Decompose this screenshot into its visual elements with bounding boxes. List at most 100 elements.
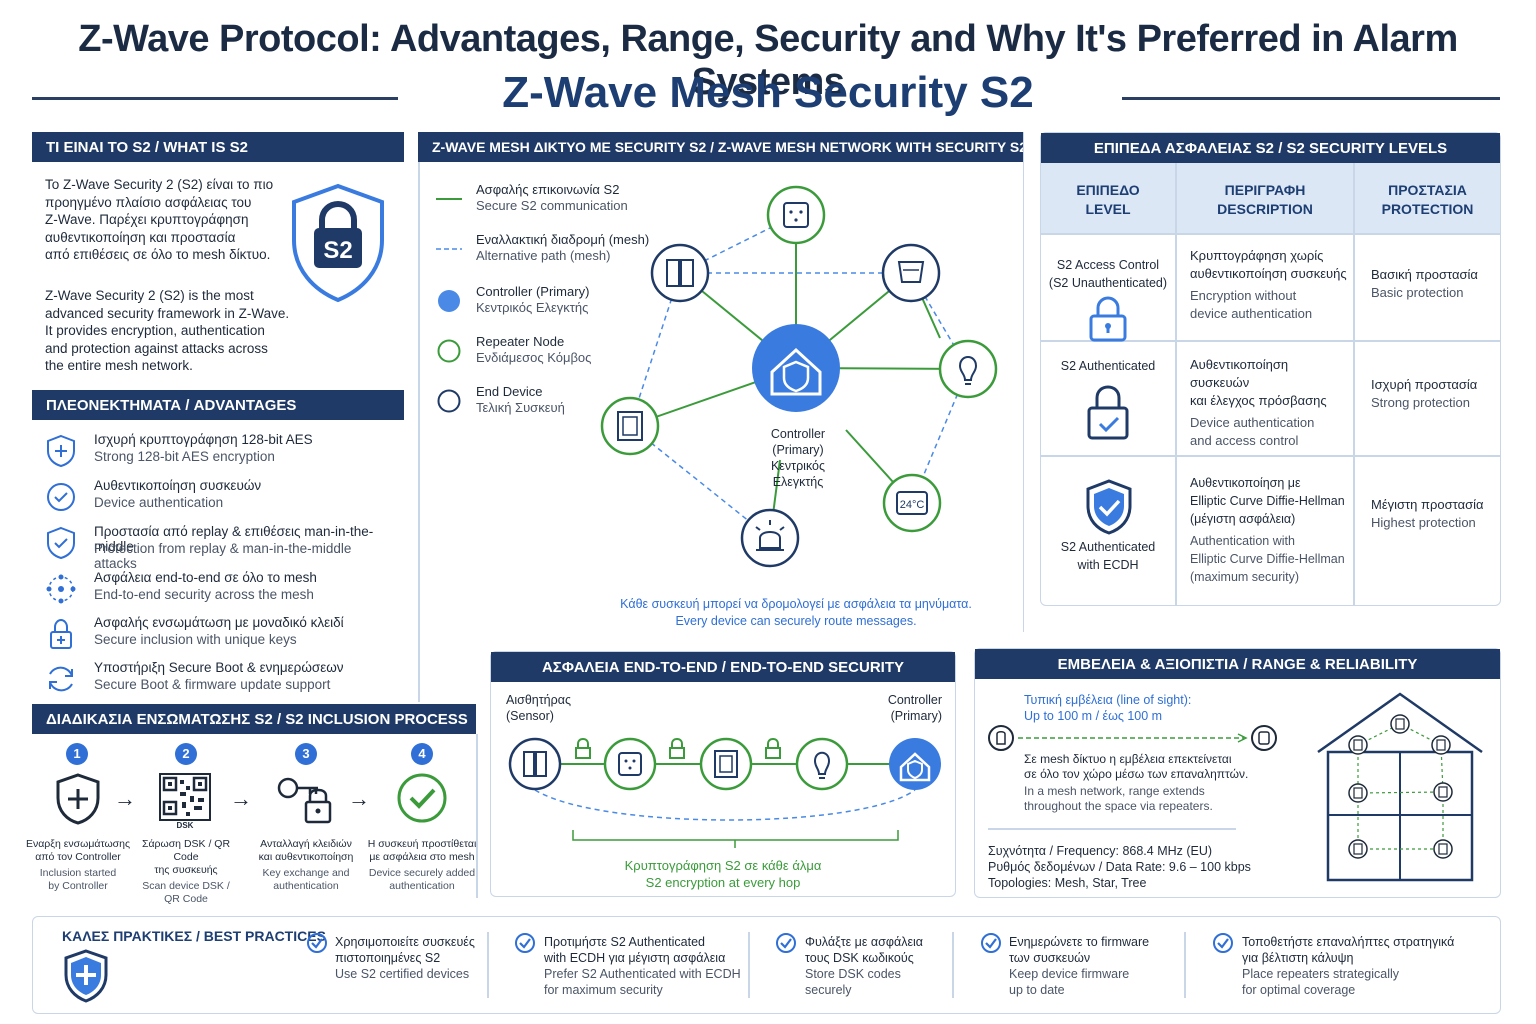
check-circle-icon [307,933,327,953]
advantage-gr: Ασφαλής ενσωμάτωση με μοναδικό κλειδί [94,615,344,630]
repeater-node: 24°C [882,473,942,533]
step-number: 2 [175,743,197,765]
advantage-en: Protection from replay & man-in-the-midd… [94,541,352,571]
divider [418,162,420,702]
check-circle-icon [981,933,1001,953]
legend-label: Controller (Primary) [476,284,590,299]
range-line-diagram [988,725,1277,751]
table-divider [1041,233,1500,235]
advantage-item: Ασφαλής ενσωμάτωση με μοναδικό κλειδί Se… [44,615,394,655]
what-is-s2-panel: ΤΙ ΕΙΝΑΙ ΤΟ S2 / WHAT IS S2 Το Z-Wave Se… [32,132,404,382]
repeater-node [766,185,826,245]
legend-sublabel: Ενδιάμεσος Κόμβος [476,350,592,365]
lock-icon [765,737,781,759]
range-panel: ΕΜΒΕΛΕΙΑ & ΑΞΙΟΠΙΣΤΙΑ / RANGE & RELIABIL… [974,648,1501,898]
legend-label: End Device [476,384,543,399]
advantage-item: Υποστήριξη Secure Boot & ενημερώσεων Sec… [44,660,394,700]
table-divider [1041,340,1500,342]
controller-dot-icon [438,290,460,312]
end-device-node [881,243,941,303]
s2-shield-icon: S2 [292,183,384,303]
what-is-s2-heading: ΤΙ ΕΙΝΑΙ ΤΟ S2 / WHAT IS S2 [32,132,404,162]
repeater-node [938,339,998,399]
mesh-network-heading: Z-WAVE MESH ΔΙΚΤΥΟ ΜΕ SECURITY S2 / Z-WA… [418,132,1023,162]
refresh-icon [49,666,73,692]
end-device-dot-icon [437,389,461,413]
legend-item: End Device Τελική Συσκευή [436,384,656,424]
step-number: 1 [66,743,88,765]
legend-sublabel: Secure S2 communication [476,198,628,213]
range-heading: ΕΜΒΕΛΕΙΑ & ΑΞΙΟΠΙΣΤΙΑ / RANGE & RELIABIL… [975,649,1500,679]
security-levels-heading: ΕΠΙΠΕΔΑ ΑΣΦΑΛΕΙΑΣ S2 / S2 SECURITY LEVEL… [1041,133,1500,163]
shield-plus-icon [56,773,100,825]
shield-plus-icon [47,434,75,468]
mesh-caption-en: Every device can securely route messages… [675,614,917,628]
legend-sublabel: Alternative path (mesh) [476,248,611,263]
divider [476,734,478,898]
table-divider [1041,455,1500,457]
step-number: 3 [295,743,317,765]
advantage-gr: Υποστήριξη Secure Boot & ενημερώσεων [94,660,344,675]
padlock-check-icon [1087,385,1129,440]
table-divider [1353,163,1355,605]
legend-label: Repeater Node [476,334,565,349]
check-circle-icon [515,933,535,953]
advantage-en: Strong 128-bit AES encryption [94,449,275,464]
repeater-dot-icon [437,339,461,363]
controller-label: Controller (Primary)Κεντρικός Ελεγκτής [770,427,826,489]
arrow-right-icon: → [348,786,370,811]
page-title: Z-Wave Protocol: Advantages, Range, Secu… [78,18,1458,103]
e2e-repeater-node [603,737,657,791]
qr-code-icon: DSK [159,773,211,830]
advantage-en: Device authentication [94,495,224,510]
end-device-node [650,243,710,303]
legend-label: Ασφαλής επικοινωνία S2 [476,182,620,197]
thermostat-reading: 24°C [900,499,925,511]
arrow-right-icon: → [114,786,136,811]
advantage-en: End-to-end security across the mesh [94,587,314,602]
check-circle-icon [776,933,796,953]
shield-plus-icon [64,949,108,1003]
e2e-repeater-node [699,737,753,791]
arrow-right-icon: → [230,786,252,811]
e2e-controller-node [889,738,941,790]
solid-line-icon [436,198,462,200]
mesh-caption-gr: Κάθε συσκευή μπορεί να δρομολογεί με ασφ… [620,597,972,611]
check-circle-icon [1213,933,1233,953]
advantage-gr: Προστασία από replay & επιθέσεις man-in-… [94,524,374,554]
advantages-panel: ΠΛΕΟΝΕΚΤΗΜΑΤΑ / ADVANTAGES [32,390,404,700]
legend-item: Ασφαλής επικοινωνία S2 Secure S2 communi… [436,182,656,222]
advantages-heading: ΠΛΕΟΝΕΚΤΗΜΑΤΑ / ADVANTAGES [32,390,404,420]
table-divider [1175,163,1177,605]
divider [988,828,1236,830]
e2e-sensor-label: Αισθητήρας(Sensor) [506,693,571,723]
padlock-icon [1089,296,1127,342]
title-divider-left [32,97,398,100]
legend-sublabel: Τελική Συσκευή [476,400,565,415]
lock-icon [669,737,685,759]
range-frequency: Συχνότητα / Frequency: 868.4 MHz (EU) [988,844,1213,858]
e2e-heading: ΑΣΦΑΛΕΙΑ END-TO-END / END-TO-END SECURIT… [491,652,955,682]
advantage-en: Secure inclusion with unique keys [94,632,297,647]
advantage-item: Αυθεντικοποίηση συσκευών Device authenti… [44,478,394,518]
range-los-gr: Τυπική εμβέλεια (line of sight): [1024,693,1192,707]
best-practices-panel [32,916,1501,1014]
advantage-en: Secure Boot & firmware update support [94,677,331,692]
lock-icon [575,737,591,759]
end-device-node [740,508,800,568]
advantage-item: Ισχυρή κρυπτογράφηση 128-bit AES Strong … [44,432,394,472]
